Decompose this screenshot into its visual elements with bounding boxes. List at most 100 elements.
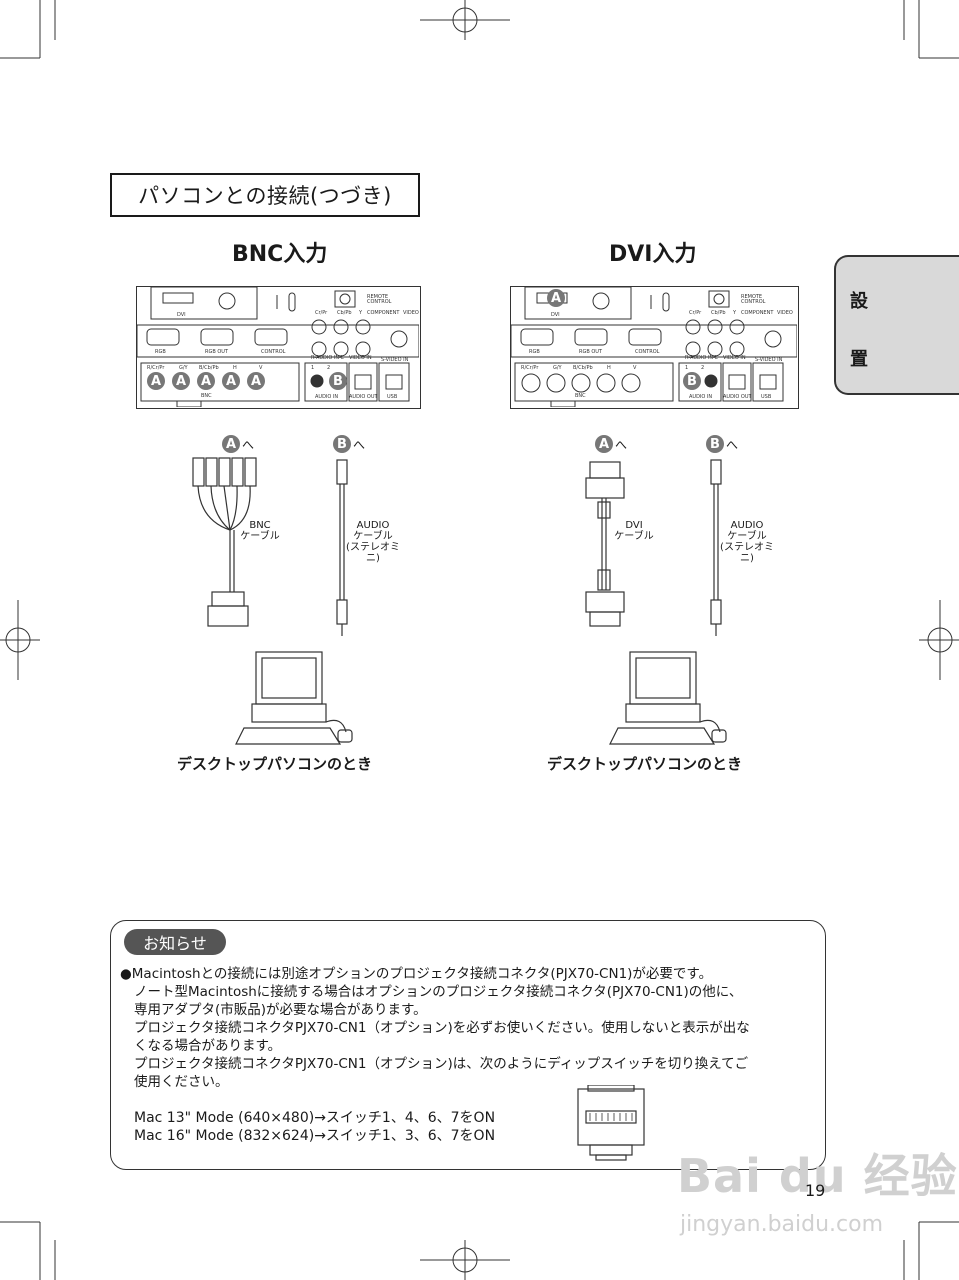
marker-b-audio-in: B <box>329 372 347 390</box>
label-v: V <box>633 365 637 371</box>
label-video: VIDEO <box>403 310 419 316</box>
projector-panel-dvi: DVI REMOTE CONTROL Cr/Pr Cb/Pb Y COMPONE… <box>510 286 799 409</box>
connector-dip-switch-icon <box>577 1085 645 1161</box>
label-rgb: RGB <box>529 349 540 355</box>
mode-13-setting: Mac 13" Mode (640×480)→スイッチ1、4、6、7をON <box>134 1110 496 1126</box>
to-label: へ <box>242 438 255 452</box>
label-rgb-out: RGB OUT <box>205 349 229 355</box>
marker-a-bnc-4: A <box>222 372 240 390</box>
label-bnc: BNC <box>201 393 212 399</box>
label-gy: G/Y <box>179 365 188 371</box>
mode-16-setting: Mac 16" Mode (832×624)→スイッチ1、3、6、7をON <box>134 1128 496 1144</box>
notice-line: プロジェクタ接続コネクタPJX70-CN1（オプション)は、次のようにディップス… <box>134 1056 749 1072</box>
marker-b-audio-in: B <box>683 372 701 390</box>
to-label: へ <box>726 438 739 452</box>
to-label: へ <box>615 438 628 452</box>
baidu-watermark-logo: Bai du 经验 <box>677 1149 958 1203</box>
label-audio-in: AUDIO IN <box>315 394 339 400</box>
label-svideo: S-VIDEO IN <box>381 357 409 363</box>
marker-a-bnc-5: A <box>247 372 265 390</box>
baidu-watermark-url: jingyan.baidu.com <box>680 1212 884 1237</box>
label-dvi: DVI <box>551 312 560 318</box>
label-bcbpb: B/Cb/Pb <box>199 365 219 371</box>
dvi-cable-label: DVI ケーブル <box>614 520 654 542</box>
label-usb: USB <box>761 394 772 400</box>
marker-a-bnc-3: A <box>197 372 215 390</box>
label-component: COMPONENT <box>741 310 774 316</box>
label-two: 2 <box>327 365 331 371</box>
label-cbpb: Cb/Pb <box>711 310 726 316</box>
label-rcrpr: R/Cr/Pr <box>147 365 165 371</box>
notice-line: プロジェクタ接続コネクタPJX70-CN1（オプション)を必ずお使いください。使… <box>134 1020 750 1036</box>
label-control: CONTROL <box>635 349 660 355</box>
label-rgb-out: RGB OUT <box>579 349 603 355</box>
label-audio-in: AUDIO IN <box>689 394 713 400</box>
label-v: V <box>259 365 263 371</box>
chapter-tab: 設 置 <box>834 255 959 395</box>
notice-line: ●Macintoshとの接続には別途オプションのプロジェクタ接続コネクタ(PJX… <box>120 966 713 982</box>
page-number: 19 <box>805 1181 826 1200</box>
label-one: 1 <box>685 365 689 371</box>
label-rgb: RGB <box>155 349 166 355</box>
label-video-in: VIDEO IN <box>723 355 746 361</box>
notice-line: ノート型Macintoshに接続する場合はオプションのプロジェクタ接続コネクタ(… <box>134 984 743 1000</box>
cable-drawings <box>192 457 727 745</box>
notice-title: お知らせ <box>124 929 226 955</box>
label-y: Y <box>733 310 737 316</box>
panel-drawing <box>137 287 419 407</box>
marker-a-bnc-1: A <box>147 372 165 390</box>
label-bcbpb: B/Cb/Pb <box>573 365 593 371</box>
panel-drawing <box>511 287 797 407</box>
marker-a-bnc-cable: A <box>222 435 240 453</box>
label-rcrpr: R/Cr/Pr <box>521 365 539 371</box>
label-two: 2 <box>701 365 705 371</box>
label-crpr: Cr/Pr <box>689 310 702 316</box>
label-raudio: R-AUDIO IN-L <box>311 355 344 361</box>
bnc-caption: デスクトップパソコンのとき <box>177 755 373 773</box>
label-usb: USB <box>387 394 398 400</box>
marker-a-bnc-2: A <box>172 372 190 390</box>
label-video: VIDEO <box>777 310 793 316</box>
label-bnc: BNC <box>575 393 586 399</box>
label-y: Y <box>359 310 363 316</box>
marker-b-audio-cable-left: B <box>333 435 351 453</box>
label-raudio: R-AUDIO IN-L <box>685 355 718 361</box>
label-component: COMPONENT <box>367 310 400 316</box>
notice-text: ●Macintoshとの接続には別途オプションのプロジェクタ接続コネクタ(PJX… <box>120 965 820 1091</box>
label-audio-out: AUDIO OUT <box>349 394 378 400</box>
label-gy: G/Y <box>553 365 562 371</box>
label-crpr: Cr/Pr <box>315 310 328 316</box>
section-title: パソコンとの接続(つづき) <box>110 173 420 217</box>
label-h: H <box>607 365 611 371</box>
to-label: へ <box>353 438 366 452</box>
label-cbpb: Cb/Pb <box>337 310 352 316</box>
tab-char-1: 設 <box>850 291 868 312</box>
marker-a-dvi-cable: A <box>595 435 613 453</box>
label-h: H <box>233 365 237 371</box>
label-audio-out: AUDIO OUT <box>723 394 752 400</box>
bnc-heading: BNC入力 <box>232 242 328 267</box>
label-remote: REMOTE CONTROL <box>741 294 766 305</box>
notice-box <box>110 920 826 1170</box>
desktop-computer-icon <box>609 651 727 745</box>
label-video-in: VIDEO IN <box>349 355 372 361</box>
notice-line: くなる場合があります。 <box>134 1038 282 1054</box>
projector-panel-bnc: DVI REMOTE CONTROL Cr/Pr Cb/Pb Y COMPONE… <box>136 286 421 409</box>
label-dvi: DVI <box>177 312 186 318</box>
audio-cable-icon <box>710 459 722 636</box>
desktop-computer-icon <box>235 651 353 745</box>
audio-cable-icon <box>336 459 348 636</box>
label-one: 1 <box>311 365 315 371</box>
label-control: CONTROL <box>261 349 286 355</box>
label-svideo: S-VIDEO IN <box>755 357 783 363</box>
notice-line: 専用アダプタ(市販品)が必要な場合があります。 <box>134 1002 427 1018</box>
dvi-cable-icon <box>585 461 625 627</box>
tab-char-2: 置 <box>850 349 868 370</box>
notice-line: 使用ください。 <box>134 1074 229 1090</box>
dvi-heading: DVI入力 <box>609 242 697 267</box>
dvi-caption: デスクトップパソコンのとき <box>547 755 743 773</box>
marker-b-audio-cable-right: B <box>706 435 724 453</box>
marker-a-dvi-port: A <box>547 289 565 307</box>
audio-cable-label-left: AUDIO ケーブル (ステレオミニ) <box>346 520 400 564</box>
